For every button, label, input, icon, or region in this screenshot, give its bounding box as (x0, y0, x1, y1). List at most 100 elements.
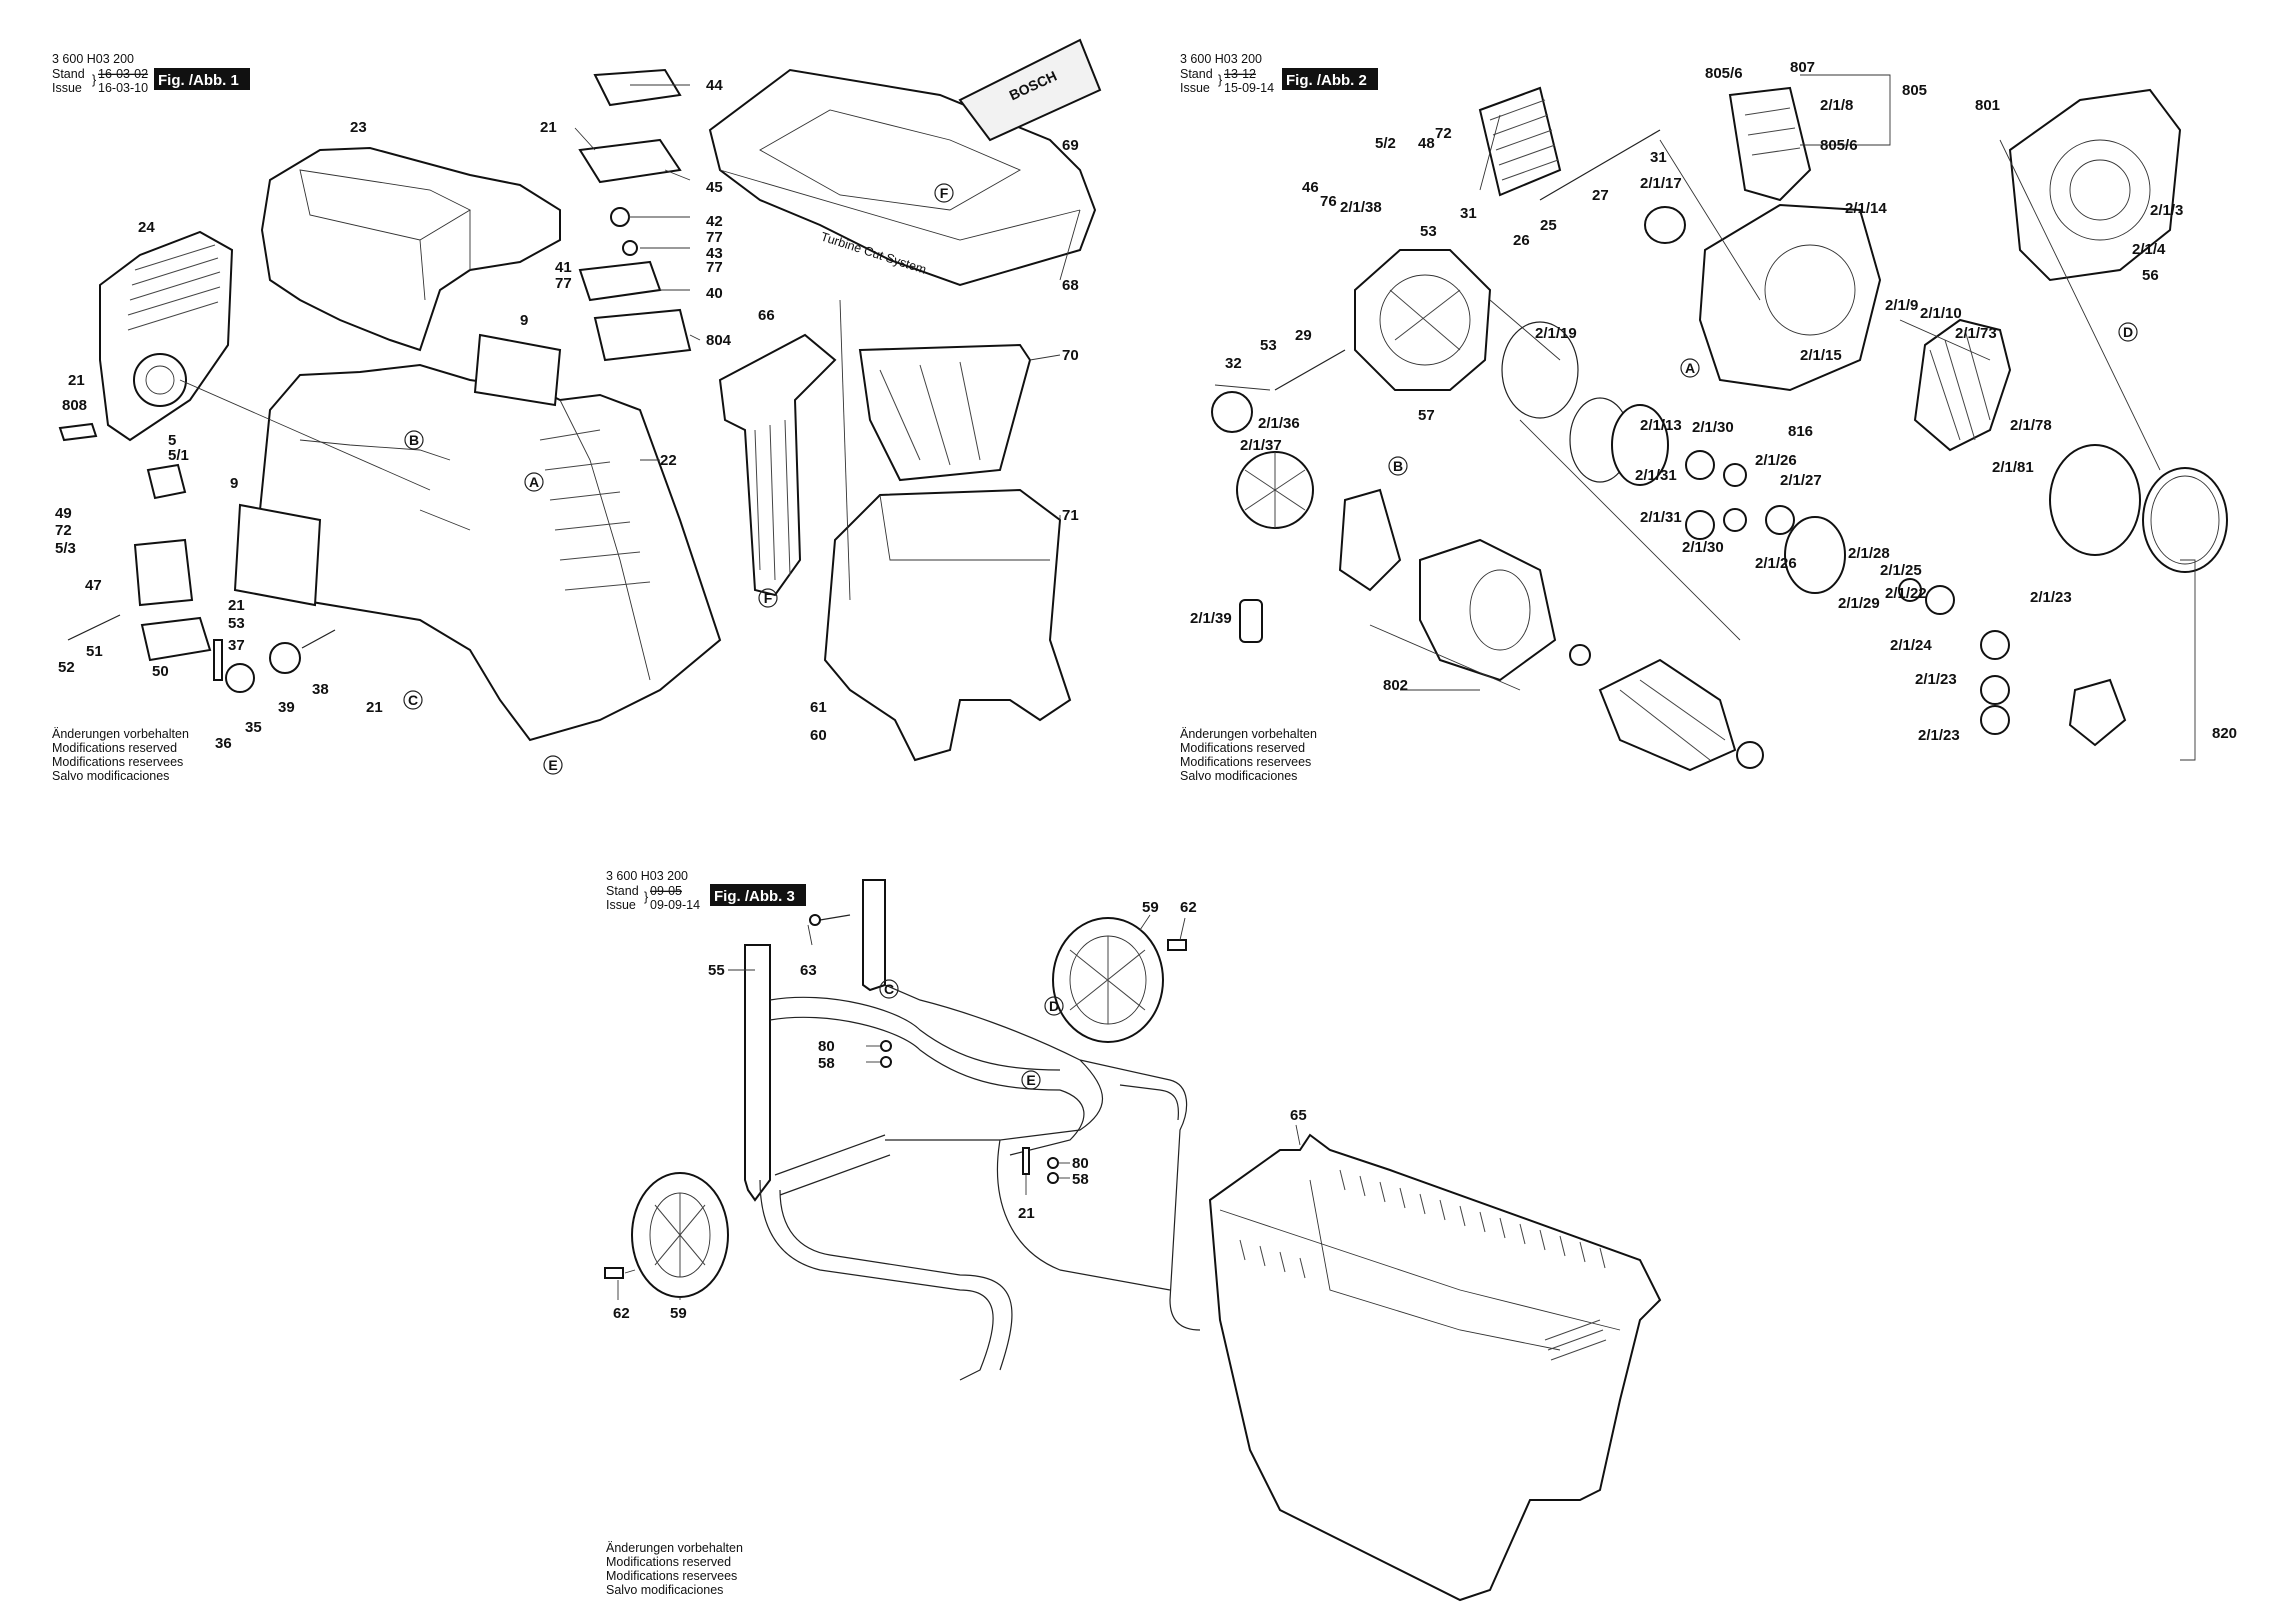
svg-text:2/1/22: 2/1/22 (1885, 585, 1927, 602)
svg-text:27: 27 (1592, 187, 1609, 204)
label-24: 24 (138, 219, 155, 236)
svg-text:76: 76 (1320, 193, 1337, 210)
svg-text:Modifications reserved: Modifications reserved (52, 741, 177, 755)
svg-text:Stand: Stand (1180, 67, 1213, 81)
label-43: 43 (706, 245, 723, 262)
svg-text:E: E (1026, 1072, 1035, 1088)
svg-text:2/1/38: 2/1/38 (1340, 199, 1382, 216)
svg-text:2/1/15: 2/1/15 (1800, 347, 1842, 364)
svg-text:46: 46 (1302, 179, 1319, 196)
label-9a: 9 (520, 312, 528, 329)
label-808: 808 (62, 397, 87, 414)
svg-text:48: 48 (1418, 135, 1435, 152)
label-37: 37 (228, 637, 245, 654)
svg-text:26: 26 (1513, 232, 1530, 249)
svg-text:2/1/26: 2/1/26 (1755, 452, 1797, 469)
fig1-drawing: BOSCH Turbine Cut System (58, 38, 1102, 762)
fig3-header: 3 600 H03 200 Stand Issue } 09-05 09-09-… (606, 869, 806, 912)
svg-text:Modifications reservees: Modifications reservees (606, 1569, 737, 1583)
svg-text:2/1/23: 2/1/23 (1915, 671, 1957, 688)
lower-housing-part (253, 363, 722, 742)
svg-text:Issue: Issue (1180, 81, 1210, 95)
svg-text:802: 802 (1383, 677, 1408, 694)
svg-text:Modifications reserved: Modifications reserved (1180, 741, 1305, 755)
fig3-part-labels: 55 63 59 62 80 58 80 58 21 65 62 59 (613, 899, 1307, 1322)
ref-letter-a: A (529, 474, 539, 490)
collection-bin-part (1208, 1133, 1662, 1602)
svg-text:Änderungen vorbehalten: Änderungen vorbehalten (606, 1541, 743, 1555)
label-38: 38 (312, 681, 329, 698)
svg-text:2/1/9: 2/1/9 (1885, 297, 1918, 314)
svg-text:2/1/14: 2/1/14 (1845, 200, 1887, 217)
fig1-issue-date: 16-03-10 (98, 81, 148, 95)
svg-text:Modifications reservees: Modifications reservees (1180, 755, 1311, 769)
svg-text:2/1/28: 2/1/28 (1848, 545, 1890, 562)
svg-text:31: 31 (1650, 149, 1667, 166)
label-77c: 77 (555, 275, 572, 292)
svg-text:816: 816 (1788, 423, 1813, 440)
label-21c: 21 (228, 597, 245, 614)
svg-text:2/1/30: 2/1/30 (1692, 419, 1734, 436)
label-69: 69 (1062, 137, 1079, 154)
ref-letter-e: E (548, 757, 557, 773)
label-40: 40 (706, 285, 723, 302)
fig1-stand-date: 16-03-02 (98, 67, 148, 81)
label-61: 61 (810, 699, 827, 716)
svg-text:}: } (92, 73, 96, 87)
svg-text:Stand: Stand (606, 884, 639, 898)
side-cover-part (99, 230, 234, 442)
svg-text:2/1/23: 2/1/23 (1918, 727, 1960, 744)
svg-text:}: } (644, 890, 648, 904)
svg-text:2/1/25: 2/1/25 (1880, 562, 1922, 579)
fig3-doc-number: 3 600 H03 200 (606, 869, 688, 883)
label-5-1: 5/1 (168, 447, 189, 464)
svg-text:Änderungen vorbehalten: Änderungen vorbehalten (52, 727, 189, 741)
svg-text:Salvo modificaciones: Salvo modificaciones (1180, 769, 1297, 783)
svg-text:D: D (2123, 324, 2133, 340)
collection-base-part (823, 488, 1072, 762)
svg-text:2/1/37: 2/1/37 (1240, 437, 1282, 454)
fig3-stand-date: 09-05 (650, 884, 682, 898)
svg-text:31: 31 (1460, 205, 1477, 222)
svg-text:2/1/19: 2/1/19 (1535, 325, 1577, 342)
label-70: 70 (1062, 347, 1079, 364)
fig2-doc-number: 3 600 H03 200 (1180, 52, 1262, 66)
fig2-drawing (1211, 74, 2228, 772)
svg-text:57: 57 (1418, 407, 1435, 424)
fig1-tag: Fig. /Abb. 1 (158, 72, 239, 89)
ref-letter-f-bottom: F (764, 590, 773, 606)
svg-text:2/1/29: 2/1/29 (1838, 595, 1880, 612)
svg-text:801: 801 (1975, 97, 2000, 114)
fig3-drawing (604, 879, 1662, 1602)
label-45: 45 (706, 179, 723, 196)
svg-text:Änderungen vorbehalten: Änderungen vorbehalten (1180, 727, 1317, 741)
svg-text:56: 56 (2142, 267, 2159, 284)
svg-text:B: B (1393, 458, 1403, 474)
svg-text:59: 59 (1142, 899, 1159, 916)
label-47: 47 (85, 577, 102, 594)
svg-text:25: 25 (1540, 217, 1557, 234)
upper-housing-part (260, 146, 561, 352)
svg-text:2/1/39: 2/1/39 (1190, 610, 1232, 627)
label-52: 52 (58, 659, 75, 676)
label-71: 71 (1062, 507, 1079, 524)
label-42: 42 (706, 213, 723, 230)
svg-text:53: 53 (1420, 223, 1437, 240)
svg-text:2/1/31: 2/1/31 (1635, 467, 1677, 484)
fig1-ref-letters: B A C E F F (403, 183, 954, 775)
svg-text:807: 807 (1790, 59, 1815, 76)
label-36: 36 (215, 735, 232, 752)
svg-text:2/1/81: 2/1/81 (1992, 459, 2034, 476)
label-41: 41 (555, 259, 572, 276)
svg-text:A: A (1685, 360, 1695, 376)
svg-text:805/6: 805/6 (1705, 65, 1743, 82)
label-66: 66 (758, 307, 775, 324)
fig1-header: 3 600 H03 200 Stand Issue } 16-03-02 16-… (52, 52, 250, 95)
svg-text:58: 58 (1072, 1171, 1089, 1188)
label-21a: 21 (540, 119, 557, 136)
label-804: 804 (706, 332, 732, 349)
svg-text:2/1/10: 2/1/10 (1920, 305, 1962, 322)
svg-text:55: 55 (708, 962, 725, 979)
label-50: 50 (152, 663, 169, 680)
svg-text:Modifications reserved: Modifications reserved (606, 1555, 731, 1569)
